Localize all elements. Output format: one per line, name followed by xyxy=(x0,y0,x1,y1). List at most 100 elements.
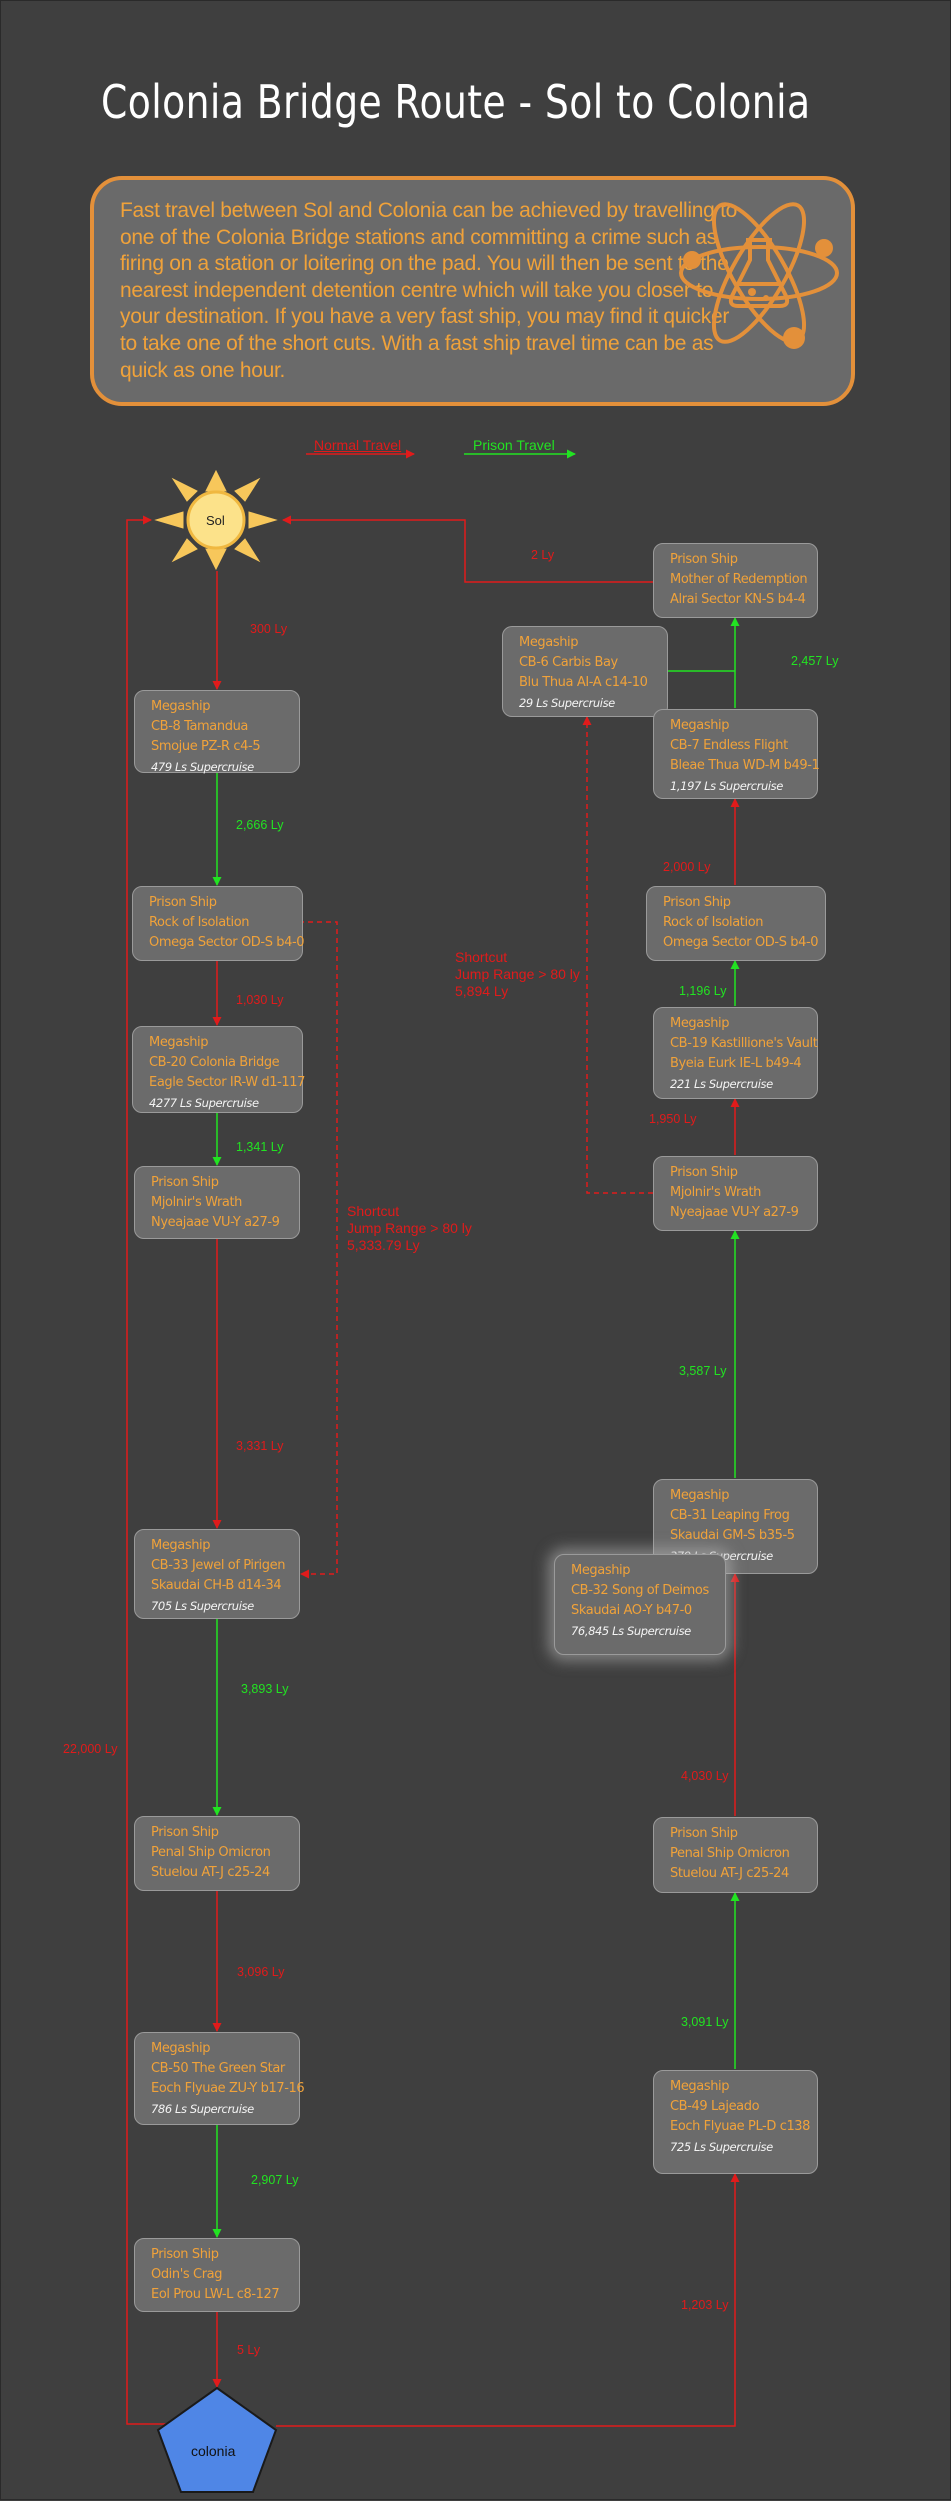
shortcut-left-note: Shortcut Jump Range > 80 ly 5,333.79 Ly xyxy=(347,1203,472,1254)
edge-shortcut-right xyxy=(582,716,653,1194)
shortcut-left-label: Shortcut xyxy=(347,1203,400,1219)
node-line: Nyeajaae VU-Y a27-9 xyxy=(670,1205,799,1220)
shortcut-right-label: Shortcut xyxy=(455,949,508,965)
dist-cb31-mjol2: 3,587 Ly xyxy=(679,1364,727,1378)
node-line: Smojue PZ-R c4-5 xyxy=(151,739,261,754)
legend-prison-label: Prison Travel xyxy=(473,437,555,453)
legend-normal-label: Normal Travel xyxy=(314,437,402,453)
node-line: CB-20 Colonia Bridge xyxy=(149,1055,280,1070)
node-line: Mjolnir's Wrath xyxy=(151,1195,242,1210)
node-line: Rock of Isolation xyxy=(149,915,250,930)
node-line: Stuelou AT-J c25-24 xyxy=(670,1866,789,1881)
node-line: Bleae Thua WD-M b49-1 xyxy=(670,758,820,773)
dist-penal2-cb31: 4,030 Ly xyxy=(681,1769,729,1783)
node-line: CB-7 Endless Flight xyxy=(670,738,788,753)
node-line: Prison Ship xyxy=(149,895,217,910)
dist-odin-colonia: 5 Ly xyxy=(237,2343,261,2357)
page-title: Colonia Bridge Route - Sol to Colonia xyxy=(101,75,811,129)
node-line: Megaship xyxy=(151,2041,211,2056)
node-line: CB-8 Tamandua xyxy=(151,719,248,734)
node-line: Megaship xyxy=(149,1035,209,1050)
node-line: Blu Thua AI-A c14-10 xyxy=(519,675,648,690)
node-supercruise: 479 Ls Supercruise xyxy=(151,760,254,774)
colonia-label: colonia xyxy=(191,2443,236,2459)
node-line: Prison Ship xyxy=(151,2247,219,2262)
dist-cb33-penal1: 3,893 Ly xyxy=(241,1682,289,1696)
intro-box: Fast travel between Sol and Colonia can … xyxy=(90,176,855,406)
node-line: Prison Ship xyxy=(151,1825,219,1840)
dist-cb50-odin: 2,907 Ly xyxy=(251,2173,299,2187)
node-supercruise: 4277 Ls Supercruise xyxy=(149,1096,259,1110)
node-line: Prison Ship xyxy=(151,1175,219,1190)
node-supercruise: 1,197 Ls Supercruise xyxy=(670,779,783,793)
node-line: CB-6 Carbis Bay xyxy=(519,655,618,670)
node-line: CB-33 Jewel of Pirigen xyxy=(151,1558,286,1573)
node-line: Penal Ship Omicron xyxy=(670,1846,790,1861)
node-line: Megaship xyxy=(670,1488,730,1503)
pentagon-icon xyxy=(156,2386,278,2493)
node-line: Skaudai AO-Y b47-0 xyxy=(571,1603,692,1618)
dist-rock1-cb20: 1,030 Ly xyxy=(236,993,284,1007)
dist-mjol2-cb19: 1,950 Ly xyxy=(649,1112,697,1126)
node-line: Nyeajaae VU-Y a27-9 xyxy=(151,1215,280,1230)
node-line: Megaship xyxy=(670,718,730,733)
node-line: Skaudai CH-B d14-34 xyxy=(151,1578,282,1593)
shortcut-left-distance: 5,333.79 Ly xyxy=(347,1237,420,1253)
node-line: Eoch Flyuae PL-D c138 xyxy=(670,2119,811,2134)
shortcut-right-note: Shortcut Jump Range > 80 ly 5,894 Ly xyxy=(455,949,580,1000)
node-line: Megaship xyxy=(571,1563,631,1578)
node-line: Eoch Flyuae ZU-Y b17-16 xyxy=(151,2081,305,2096)
node-line: CB-32 Song of Deimos xyxy=(571,1583,709,1598)
dist-cb8-rock1: 2,666 Ly xyxy=(236,818,284,832)
node-line: Mother of Redemption xyxy=(670,572,808,587)
node-line: CB-50 The Green Star xyxy=(151,2061,285,2076)
node-line: Megaship xyxy=(151,699,211,714)
node-line: Odin's Crag xyxy=(151,2267,223,2282)
edge-mother-sol xyxy=(282,515,653,583)
node-line: Megaship xyxy=(519,635,579,650)
node-line: Omega Sector OD-S b4-0 xyxy=(663,935,819,950)
atom-flask-icon xyxy=(679,202,839,349)
node-supercruise: 76,845 Ls Supercruise xyxy=(571,1624,691,1638)
node-line: Alrai Sector KN-S b4-4 xyxy=(670,592,806,607)
shortcut-left-jump: Jump Range > 80 ly xyxy=(347,1220,472,1236)
edge-shortcut-left xyxy=(299,921,338,1579)
node-line: CB-49 Lajeado xyxy=(670,2099,760,2114)
sun-icon xyxy=(154,469,278,571)
node-supercruise: 786 Ls Supercruise xyxy=(151,2102,254,2116)
node-line: Eol Prou LW-L c8-127 xyxy=(151,2287,280,2302)
dist-cb19-rock2: 1,196 Ly xyxy=(679,984,727,998)
dist-cb49-penal2: 3,091 Ly xyxy=(681,2015,729,2029)
node-line: CB-31 Leaping Frog xyxy=(670,1508,790,1523)
node-line: Stuelou AT-J c25-24 xyxy=(151,1865,270,1880)
intro-text: Fast travel between Sol and Colonia can … xyxy=(120,199,737,382)
dist-cb7-mother: 2,457 Ly xyxy=(791,654,839,668)
node-line: Prison Ship xyxy=(670,552,738,567)
node-line: Skaudai GM-S b35-5 xyxy=(670,1528,795,1543)
node-line: Megaship xyxy=(670,1016,730,1031)
node-supercruise: 29 Ls Supercruise xyxy=(519,696,615,710)
node-supercruise: 221 Ls Supercruise xyxy=(670,1077,773,1091)
node-line: Rock of Isolation xyxy=(663,915,764,930)
dist-mjol1-cb33: 3,331 Ly xyxy=(236,1439,284,1453)
shortcut-right-distance: 5,894 Ly xyxy=(455,983,509,999)
node-line: Megaship xyxy=(151,1538,211,1553)
shortcut-right-jump: Jump Range > 80 ly xyxy=(455,966,580,982)
node-line: Eagle Sector IR-W d1-117 xyxy=(149,1075,306,1090)
node-line: Prison Ship xyxy=(670,1826,738,1841)
node-supercruise: 705 Ls Supercruise xyxy=(151,1599,254,1613)
sol-label: Sol xyxy=(206,513,225,528)
dist-rock2-cb7: 2,000 Ly xyxy=(663,860,711,874)
